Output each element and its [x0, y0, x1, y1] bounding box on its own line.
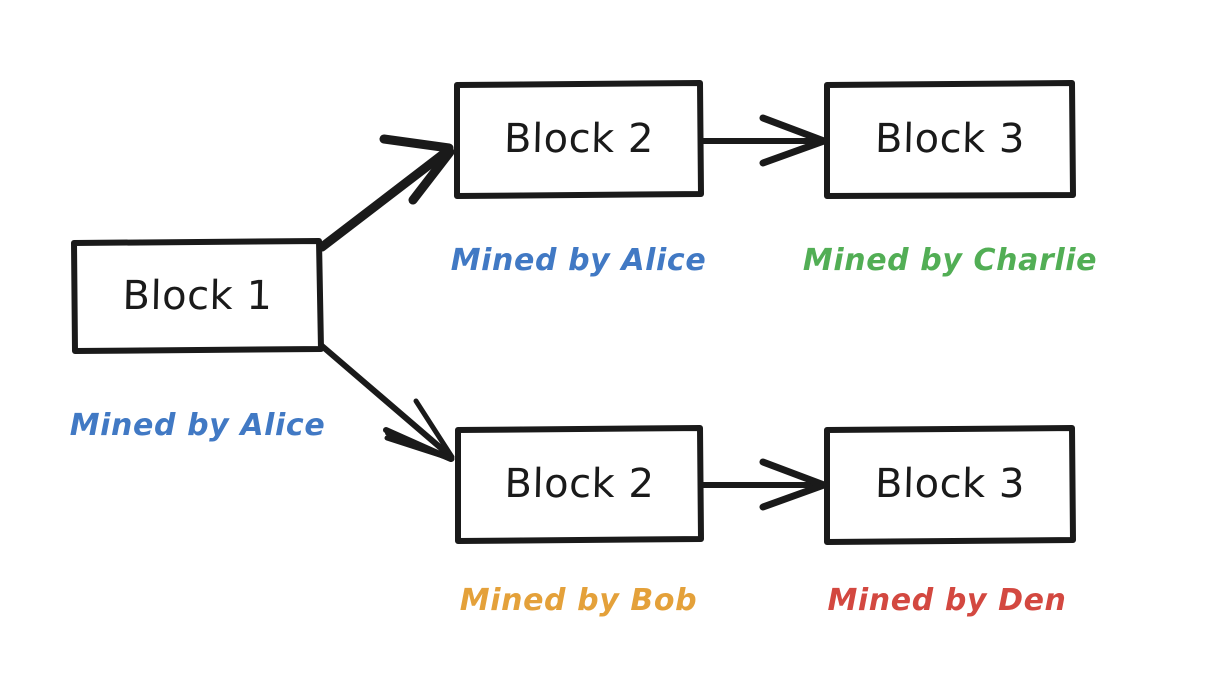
block3-top-box[interactable]	[824, 80, 1076, 199]
block3-top-miner-label: Mined by Charlie	[802, 243, 1098, 278]
block3-bottom-label: Block 3	[874, 461, 1026, 507]
block2-top-miner-label: Mined by Alice	[450, 243, 707, 278]
block2-top-label: Block 2	[503, 116, 655, 162]
block2-bottom-label: Block 2	[504, 461, 655, 507]
block3-top-label: Block 3	[874, 116, 1026, 162]
block3-bottom-box[interactable]	[824, 425, 1076, 545]
block2-top-box[interactable]	[454, 80, 704, 199]
block1-label: Block 1	[122, 273, 273, 319]
block2-bottom-miner-label: Mined by Bob	[459, 583, 698, 618]
chain-bottom-arrow	[699, 458, 828, 511]
chain-top-arrow	[699, 114, 828, 167]
fork-up-arrow	[317, 134, 455, 252]
block3-bottom-miner-label: Mined by Den	[827, 583, 1067, 618]
block1-miner-label: Mined by Alice	[69, 408, 326, 443]
block2-bottom-box[interactable]	[455, 425, 704, 544]
fork-down-arrow	[319, 343, 455, 462]
